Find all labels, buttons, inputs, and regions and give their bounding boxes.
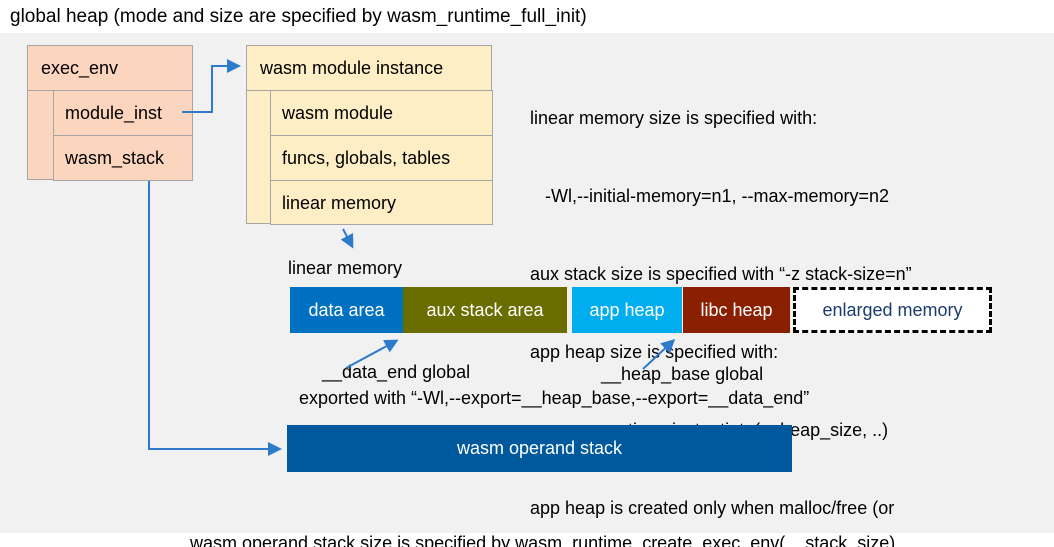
instance-field-linear-memory: linear memory xyxy=(270,180,493,225)
wasm-operand-stack-bar: wasm operand stack xyxy=(287,425,792,472)
segment-data-area: data area xyxy=(290,287,403,333)
exec-env-field-module-inst: module_inst xyxy=(53,90,193,136)
note-line: aux stack size is specified with “-z sta… xyxy=(530,264,912,284)
segment-aux-stack-area: aux stack area xyxy=(403,287,567,333)
linear-memory-label: linear memory xyxy=(288,258,403,278)
note-line: app heap size is specified with: xyxy=(530,342,779,362)
segment-enlarged-memory: enlarged memory xyxy=(793,287,992,333)
segment-app-heap: app heap xyxy=(572,287,682,333)
note-line: wasm operand stack size is specified by … xyxy=(190,533,896,547)
note-line: linear memory size is specified with: xyxy=(530,108,818,128)
note-line: -Wl,--initial-memory=n1, --max-memory=n2 xyxy=(530,186,890,206)
operand-stack-notes: wasm operand stack size is specified by … xyxy=(190,481,895,547)
segment-libc-heap: libc heap xyxy=(683,287,790,333)
export-flags-label: exported with “-Wl,--export=__heap_base,… xyxy=(299,388,810,408)
instance-field-funcs-globals-tables: funcs, globals, tables xyxy=(270,135,493,181)
note-line: app heap is created only when malloc/fre… xyxy=(530,498,895,518)
exec-env-field-wasm-stack: wasm_stack xyxy=(53,135,193,181)
module-instance-header: wasm module instance xyxy=(247,46,491,91)
exec-env-header: exec_env xyxy=(28,46,192,91)
exec-env-box: exec_env module_inst wasm_stack xyxy=(27,45,193,181)
module-instance-box: wasm module instance wasm module funcs, … xyxy=(246,45,493,225)
heap-base-global-label: __heap_base global xyxy=(601,364,764,384)
data-end-global-label: __data_end global xyxy=(322,362,471,382)
instance-field-wasm-module: wasm module xyxy=(270,90,493,136)
diagram-title: global heap (mode and size are specified… xyxy=(10,6,587,27)
